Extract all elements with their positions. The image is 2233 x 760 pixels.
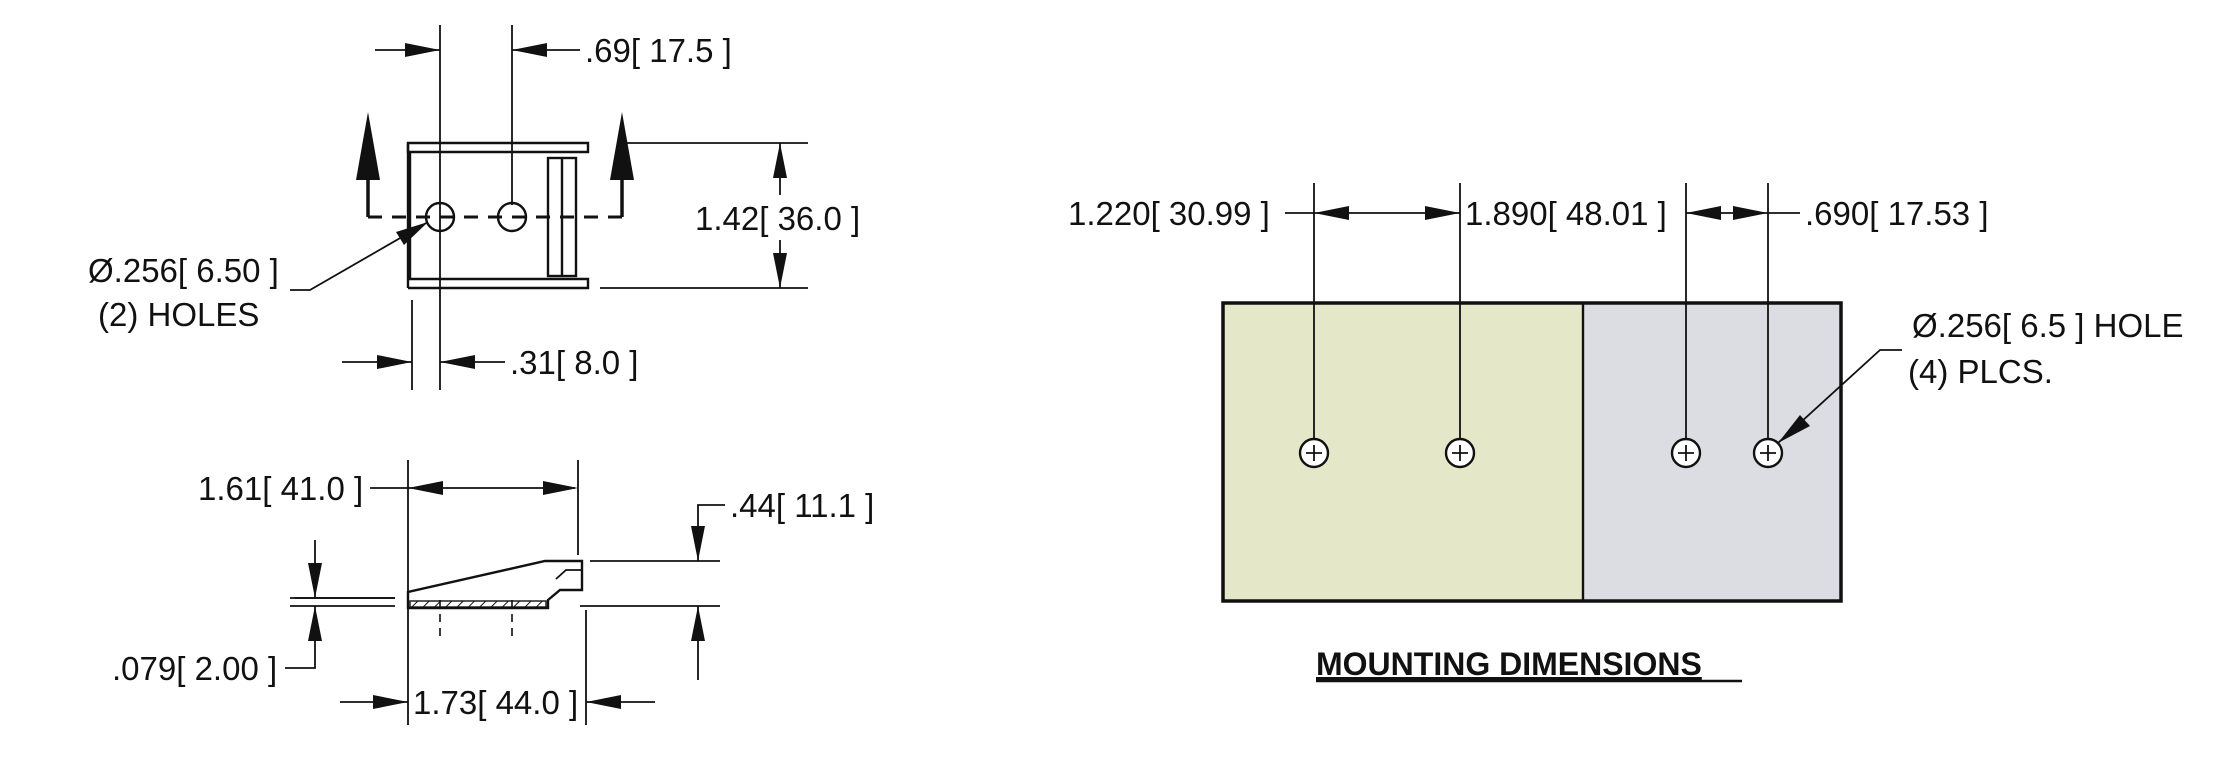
dim-edge-offset: .31[ 8.0 ]: [510, 344, 638, 381]
mounting-view: 1.220[ 30.99 ] 1.890[ 48.01 ] .690[ 17.5…: [1068, 183, 2183, 683]
side-view: 1.61[ 41.0 ] .079[ 2.00 ] 1.73[ 44.0 ] .…: [112, 460, 874, 725]
dim-hole-spacing: .69[ 17.5 ]: [585, 32, 732, 69]
dim-length-top: 1.61[ 41.0 ]: [198, 470, 363, 507]
dim-hole-count: (2) HOLES: [98, 296, 259, 333]
dim-hole-note: Ø.256[ 6.50 ]: [88, 252, 279, 289]
mount-hole-count: (4) PLCS.: [1908, 353, 2053, 390]
dim-side-height: .44[ 11.1 ]: [730, 487, 874, 524]
dim-mount-1: 1.220[ 30.99 ]: [1068, 195, 1270, 232]
section-arrow-left: [356, 112, 380, 180]
mount-hole-1: [1298, 437, 1330, 469]
mount-hole-3: [1670, 437, 1702, 469]
dim-mount-2: 1.890[ 48.01 ]: [1465, 195, 1667, 232]
mount-hole-4: [1752, 437, 1784, 469]
section-arrow-right: [610, 112, 634, 180]
mount-hole-note: Ø.256[ 6.5 ] HOLE: [1912, 307, 2183, 344]
dim-thickness: .079[ 2.00 ]: [112, 650, 277, 687]
mounting-panel-left: [1223, 303, 1583, 601]
mounting-panel-right: [1583, 303, 1841, 601]
mount-hole-2: [1444, 437, 1476, 469]
top-view: .69[ 17.5 ] 1.42[ 36.0 ] Ø.256[ 6.50 ] (…: [88, 25, 860, 390]
dim-length-bottom: 1.73[ 44.0 ]: [413, 684, 578, 721]
dim-mount-3: .690[ 17.53 ]: [1805, 195, 1988, 232]
mounting-title: MOUNTING DIMENSIONS: [1316, 646, 1702, 682]
dim-top-height: 1.42[ 36.0 ]: [695, 200, 860, 237]
